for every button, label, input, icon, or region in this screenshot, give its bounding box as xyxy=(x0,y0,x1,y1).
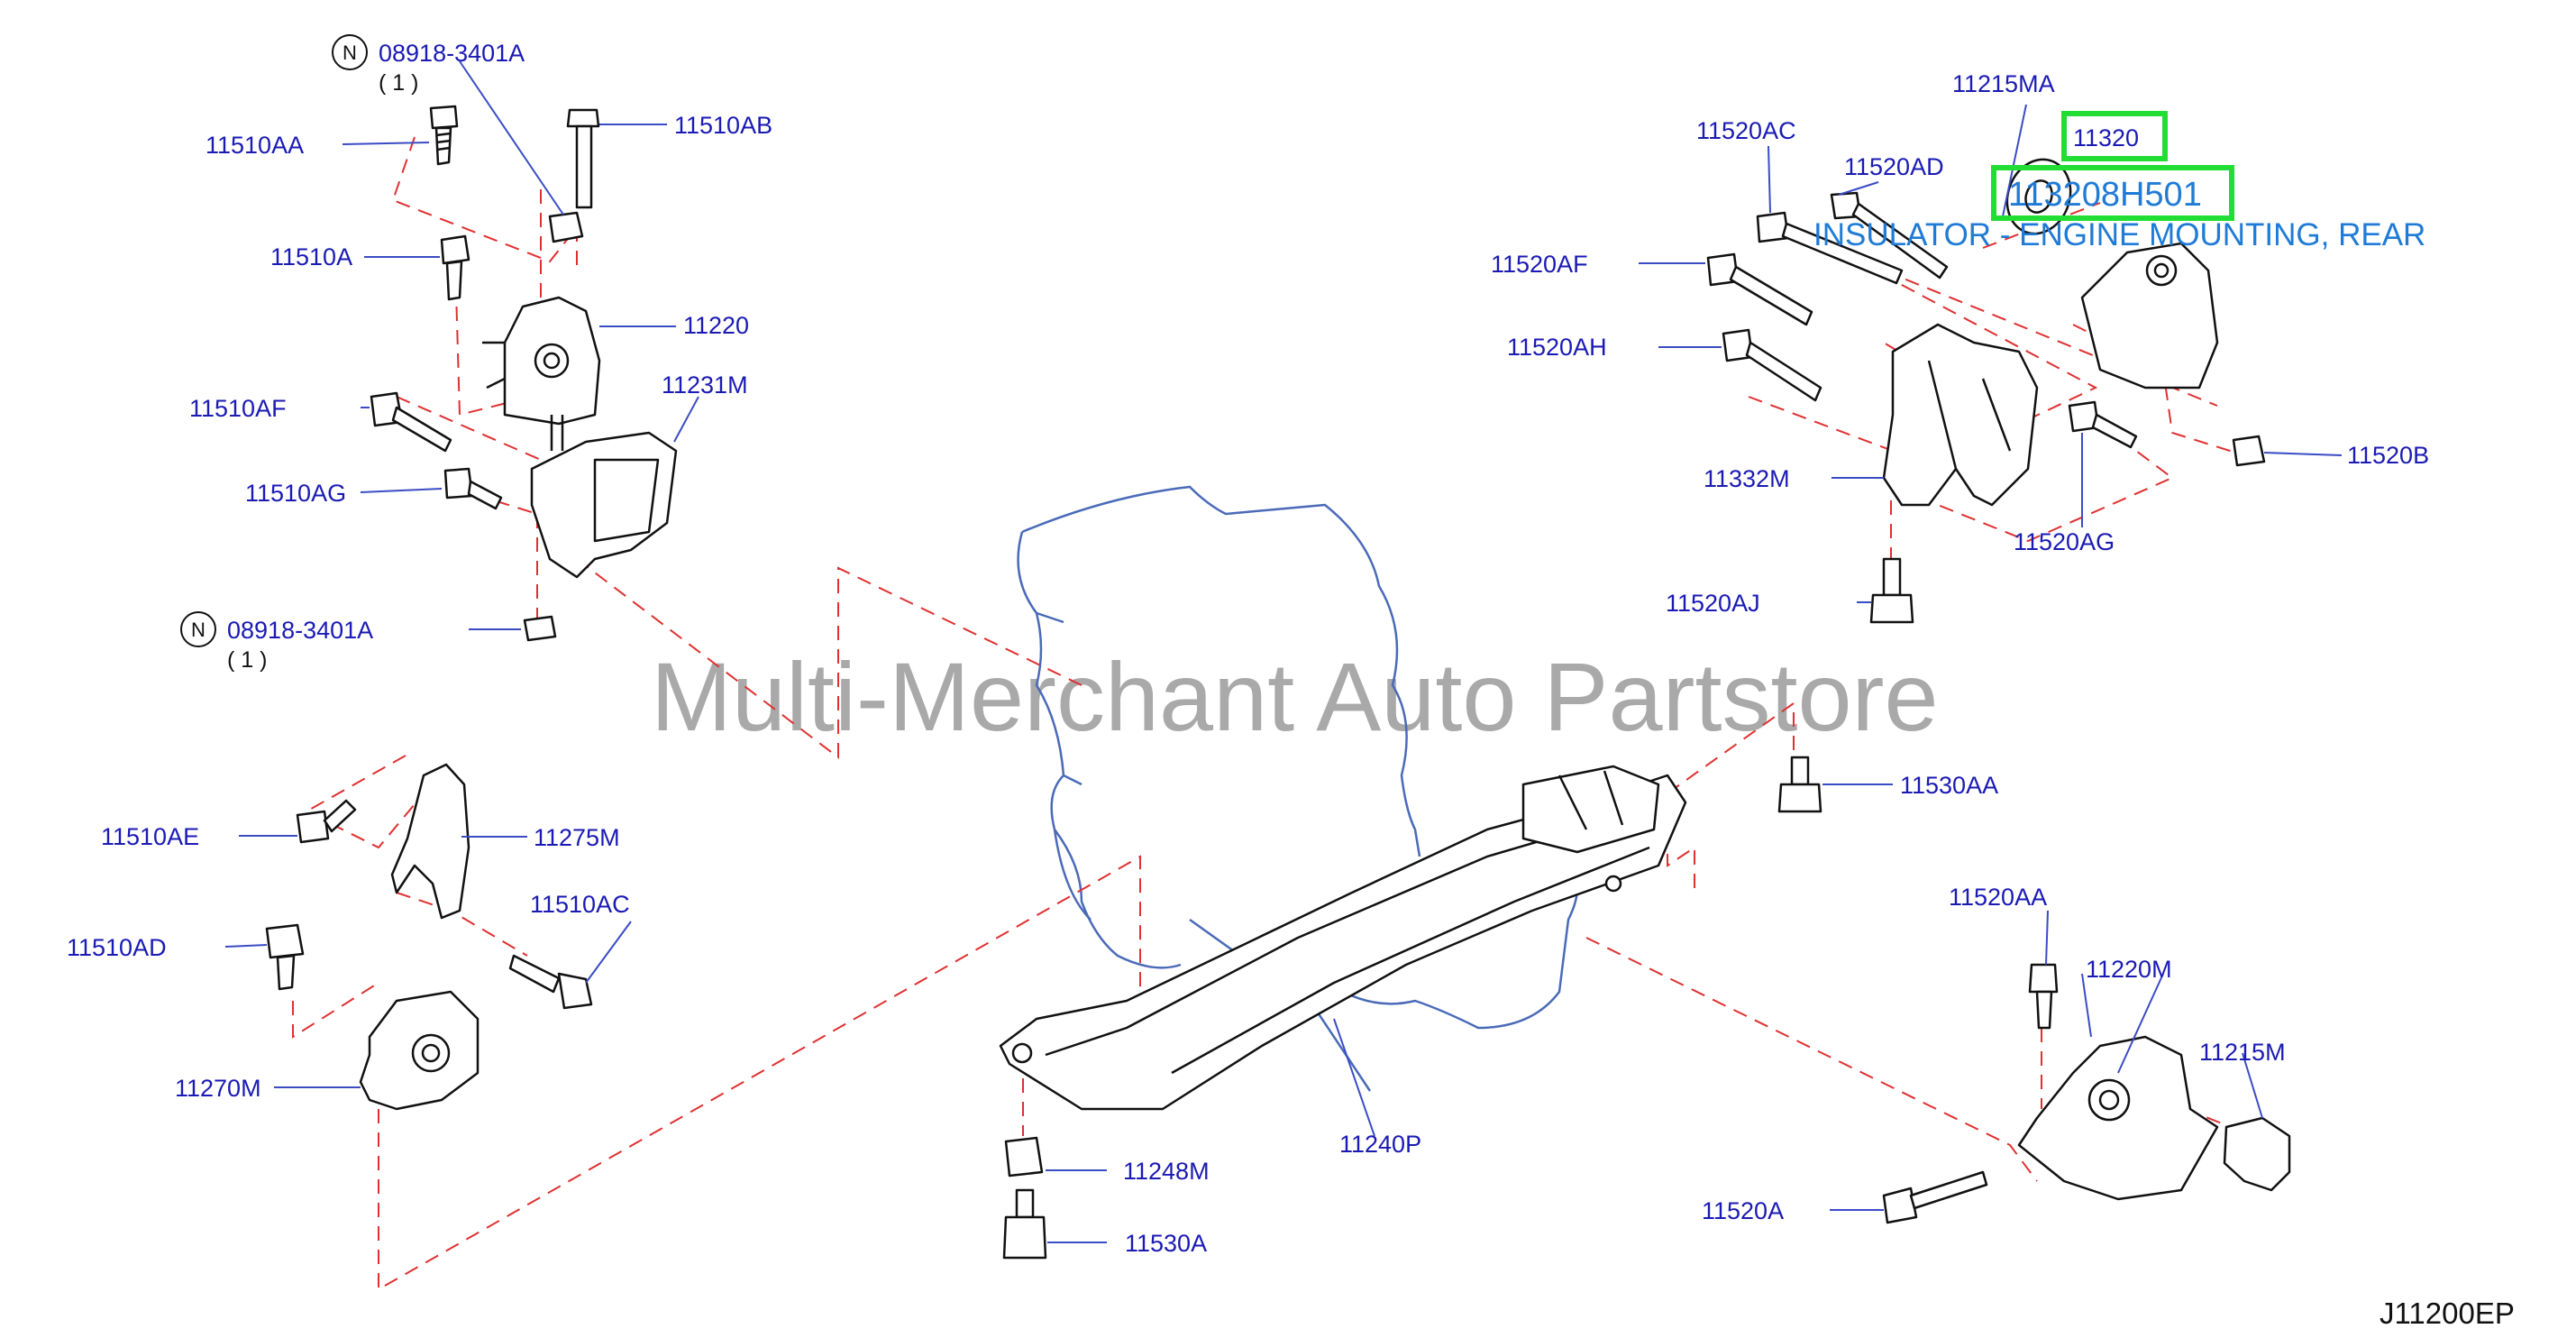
bolt-11530A xyxy=(1002,1188,1047,1260)
bolt-11530AA xyxy=(1777,756,1822,813)
label-11231M: 11231M xyxy=(662,371,748,399)
label-11530A: 11530A xyxy=(1125,1230,1207,1257)
nut-08918-bottom xyxy=(523,615,557,642)
bolt-11520AH xyxy=(1722,328,1822,402)
label-11510A: 11510A xyxy=(270,243,352,270)
svg-text:N: N xyxy=(191,619,206,641)
bolt-11520AF xyxy=(1706,252,1813,326)
bolt-11510AE xyxy=(296,799,357,844)
highlight-oem-number[interactable]: 113208H501 xyxy=(2008,176,2202,214)
n-symbol-top: N xyxy=(332,34,368,70)
label-11275M: 11275M xyxy=(534,824,620,851)
label-11332M: 11332M xyxy=(1704,465,1790,492)
bolt-11510A xyxy=(440,234,470,301)
svg-text:N: N xyxy=(343,41,357,64)
bolt-11510AB xyxy=(566,108,600,209)
insulator-11320 xyxy=(2080,242,2219,389)
callout-labels: 08918-3401A ( 1 ) 11510AB 11510AA 11510A… xyxy=(67,40,2429,1257)
bracket-11231M xyxy=(530,415,678,579)
n-symbol-bottom: N xyxy=(180,611,216,647)
bracket-11275M xyxy=(390,763,470,920)
label-11510AC: 11510AC xyxy=(530,891,630,918)
label-11520AA: 11520AA xyxy=(1949,884,2047,911)
label-11520B: 11520B xyxy=(2347,442,2429,469)
bolt-11520AJ xyxy=(1869,557,1914,624)
label-11510AD: 11510AD xyxy=(67,934,167,961)
qty-08918-3401A-bottom: ( 1 ) xyxy=(227,647,267,673)
bolt-11510AF xyxy=(370,391,452,453)
highlight-part-number: 11320 xyxy=(2073,124,2139,151)
label-11240P: 11240P xyxy=(1339,1131,1421,1158)
bolt-11510AG xyxy=(443,467,503,510)
label-11510AF: 11510AF xyxy=(189,395,287,422)
label-08918-3401A-top: 08918-3401A xyxy=(379,40,525,67)
label-11520A: 11520A xyxy=(1702,1197,1784,1224)
label-11510AB: 11510AB xyxy=(674,112,772,139)
insulator-11220 xyxy=(482,296,601,426)
label-11270M: 11270M xyxy=(175,1075,261,1102)
washer-11215MA xyxy=(2005,158,2072,235)
watermark-text: Multi-Merchant Auto Partstore xyxy=(651,642,1939,751)
label-11510AE: 11510AE xyxy=(101,823,199,850)
bolt-11520AD xyxy=(1830,191,1949,280)
label-11520AF: 11520AF xyxy=(1491,251,1588,278)
label-11520AG: 11520AG xyxy=(2014,528,2115,555)
bracket-11332M xyxy=(1882,323,2039,507)
nut-11248M xyxy=(1004,1136,1044,1178)
label-11220: 11220 xyxy=(683,312,749,339)
label-11220M: 11220M xyxy=(2086,956,2172,983)
highlight-box-oem-number xyxy=(1991,165,2234,221)
label-11215MA: 11215MA xyxy=(1952,70,2055,97)
highlight-description: INSULATOR - ENGINE MOUNTING, REAR xyxy=(1813,217,2425,252)
bolt-11510AC xyxy=(508,954,593,1010)
engine-outline xyxy=(1017,485,1579,1092)
nut-08918-top xyxy=(548,211,584,243)
label-11530AA: 11530AA xyxy=(1900,772,1998,799)
label-11510AA: 11510AA xyxy=(206,132,304,159)
bolt-11520AC xyxy=(1756,211,1904,285)
label-11520AH: 11520AH xyxy=(1507,334,1607,361)
label-11215M: 11215M xyxy=(2199,1039,2286,1066)
label-11520AJ: 11520AJ xyxy=(1666,590,1760,617)
nut-11520B xyxy=(2232,435,2266,467)
label-11520AC: 11520AC xyxy=(1696,117,1796,144)
leader-lines xyxy=(224,60,2343,1243)
bolt-11520A xyxy=(1882,1170,1988,1224)
bolt-11520AG xyxy=(2068,400,2138,449)
bolt-11520AA xyxy=(2028,963,2059,1030)
highlighted-part[interactable]: 11320 113208H501 INSULATOR - ENGINE MOUN… xyxy=(1813,111,2425,252)
diagram-reference-code: J11200EP xyxy=(2380,1297,2515,1330)
insulator-11270M xyxy=(359,990,480,1111)
bolt-11510AA xyxy=(429,105,459,166)
highlight-box-part-number xyxy=(2061,111,2168,161)
bolt-11510AD xyxy=(265,923,305,991)
qty-08918-3401A-top: ( 1 ) xyxy=(379,70,418,96)
label-08918-3401A-bottom: 08918-3401A xyxy=(227,617,373,644)
label-11520AD: 11520AD xyxy=(1844,153,1944,180)
stopper-11215M xyxy=(2223,1116,2291,1192)
label-11510AG: 11510AG xyxy=(245,480,346,507)
insulator-11220M xyxy=(2017,1035,2219,1201)
crossmember-11240P xyxy=(999,765,1687,1111)
label-11248M: 11248M xyxy=(1123,1158,1210,1185)
